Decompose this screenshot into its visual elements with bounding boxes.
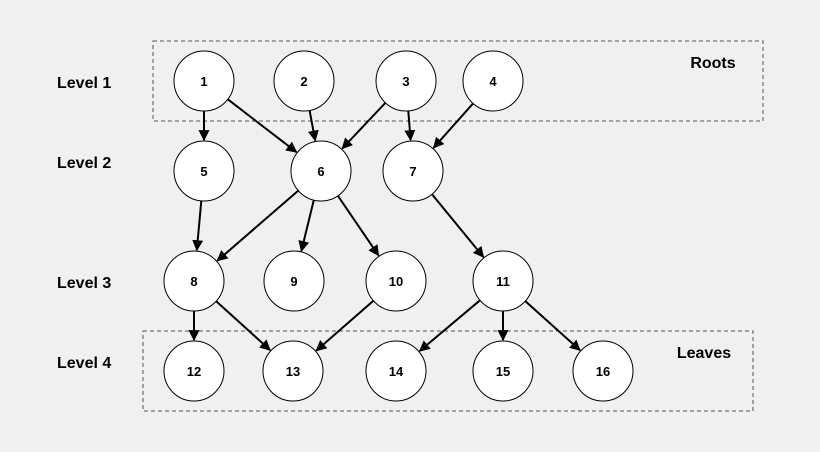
node-label: 2 [300, 74, 307, 89]
node-circle [365, 340, 427, 402]
roots-group-box [152, 40, 764, 122]
node-12: 12 [163, 340, 225, 402]
node-label: 8 [190, 274, 197, 289]
edge-6-to-10 [337, 195, 380, 257]
node-label: 3 [402, 74, 409, 89]
edge-6-to-9 [298, 199, 315, 252]
edge-6-to-8 [216, 189, 299, 262]
node-11: 11 [472, 250, 534, 312]
edge-7-to-11 [431, 193, 485, 258]
node-label: 4 [489, 74, 497, 89]
node-circle [263, 250, 325, 312]
edge-11-to-14 [418, 299, 481, 352]
node-circle [472, 250, 534, 312]
node-circle [273, 50, 335, 112]
node-label: 14 [389, 364, 404, 379]
node-circle [290, 140, 352, 202]
node-circle [173, 140, 235, 202]
node-label: 10 [389, 274, 403, 289]
node-label: 9 [290, 274, 297, 289]
node-9: 9 [263, 250, 325, 312]
node-6: 6 [290, 140, 352, 202]
node-label: 15 [496, 364, 510, 379]
node-circle [375, 50, 437, 112]
node-2: 2 [273, 50, 335, 112]
node-circle [262, 340, 324, 402]
node-circle [382, 140, 444, 202]
edge-11-to-16 [524, 300, 581, 352]
node-5: 5 [173, 140, 235, 202]
edge-10-to-13 [315, 299, 375, 352]
node-circle [365, 250, 427, 312]
node-circle [572, 340, 634, 402]
node-label: 1 [200, 74, 207, 89]
node-4: 4 [462, 50, 524, 112]
edge-3-to-7 [404, 110, 416, 142]
node-label: 7 [409, 164, 416, 179]
node-label: 13 [286, 364, 300, 379]
node-label: 6 [317, 164, 324, 179]
edge-2-to-6 [307, 110, 319, 142]
leaves-group-box [142, 330, 754, 412]
node-14: 14 [365, 340, 427, 402]
node-label: 16 [596, 364, 610, 379]
node-16: 16 [572, 340, 634, 402]
leaves-group-label: Leaves [677, 345, 731, 362]
node-circle [163, 250, 225, 312]
node-10: 10 [365, 250, 427, 312]
node-circle [472, 340, 534, 402]
edge-3-to-6 [341, 102, 387, 150]
edge-1-to-6 [227, 98, 298, 153]
node-label: 12 [187, 364, 201, 379]
level-2-label: Level 2 [57, 155, 111, 172]
level-1-label: Level 1 [57, 75, 111, 92]
node-3: 3 [375, 50, 437, 112]
node-circle [163, 340, 225, 402]
edges-layer [188, 98, 581, 352]
node-15: 15 [472, 340, 534, 402]
edge-4-to-7 [432, 102, 474, 149]
roots-group-label: Roots [690, 55, 735, 72]
node-circle [462, 50, 524, 112]
level-4-label: Level 4 [57, 355, 111, 372]
node-label: 11 [496, 274, 510, 289]
node-1: 1 [173, 50, 235, 112]
level-3-label: Level 3 [57, 275, 111, 292]
node-circle [173, 50, 235, 112]
edge-8-to-13 [215, 300, 271, 351]
edge-5-to-8 [192, 200, 204, 252]
node-7: 7 [382, 140, 444, 202]
node-8: 8 [163, 250, 225, 312]
node-label: 5 [200, 164, 207, 179]
node-13: 13 [262, 340, 324, 402]
